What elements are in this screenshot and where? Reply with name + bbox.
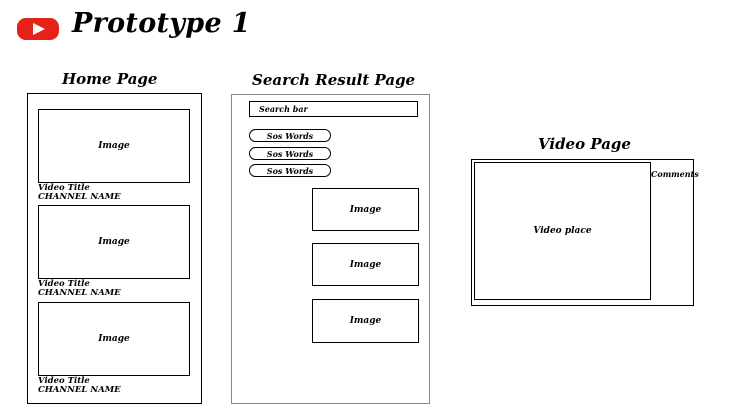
channel-name[interactable]: CHANNEL NAME [38, 192, 121, 202]
search-input[interactable]: Search bar [249, 101, 418, 117]
video-player-label: Video place [533, 226, 592, 236]
channel-name[interactable]: CHANNEL NAME [38, 288, 121, 298]
thumbnail-label: Image [98, 237, 130, 247]
thumbnail-label: Image [98, 334, 130, 344]
page-title: Prototype 1 [72, 8, 251, 39]
search-page-frame [231, 94, 430, 404]
filter-chip-label: Sos Words [266, 165, 314, 176]
filter-chip-1[interactable]: Sos Words [249, 129, 331, 142]
filter-chip-3[interactable]: Sos Words [249, 164, 331, 177]
comments-label[interactable]: Comments [651, 169, 699, 179]
video-player[interactable]: Video place [474, 162, 651, 300]
filter-chip-label: Sos Words [266, 130, 314, 141]
search-result-3[interactable]: Image [312, 299, 419, 343]
home-thumbnail-1[interactable]: Image [38, 109, 190, 183]
home-page-heading: Home Page [62, 70, 158, 88]
channel-name[interactable]: CHANNEL NAME [38, 385, 121, 395]
search-page-heading: Search Result Page [252, 71, 416, 89]
youtube-play-icon [17, 18, 59, 40]
video-page-frame [471, 159, 694, 306]
home-thumbnail-3[interactable]: Image [38, 302, 190, 376]
filter-chip-label: Sos Words [266, 148, 314, 159]
video-page-heading: Video Page [538, 135, 631, 153]
search-input-label: Search bar [259, 104, 308, 114]
video-title[interactable]: Video Title [38, 183, 90, 193]
search-result-2[interactable]: Image [312, 243, 419, 286]
home-thumbnail-2[interactable]: Image [38, 205, 190, 279]
home-page-frame [27, 93, 202, 404]
thumbnail-label: Image [98, 141, 130, 151]
video-title[interactable]: Video Title [38, 279, 90, 289]
home-video-caption-2: Video Title CHANNEL NAME [38, 280, 121, 298]
result-thumbnail-label: Image [349, 259, 382, 270]
result-thumbnail-label: Image [349, 204, 382, 215]
search-result-1[interactable]: Image [312, 188, 419, 231]
filter-chip-2[interactable]: Sos Words [249, 147, 331, 160]
result-thumbnail-label: Image [349, 316, 382, 326]
video-title[interactable]: Video Title [38, 376, 90, 386]
home-video-caption-3: Video Title CHANNEL NAME [38, 377, 121, 395]
home-video-caption-1: Video Title CHANNEL NAME [38, 184, 121, 202]
